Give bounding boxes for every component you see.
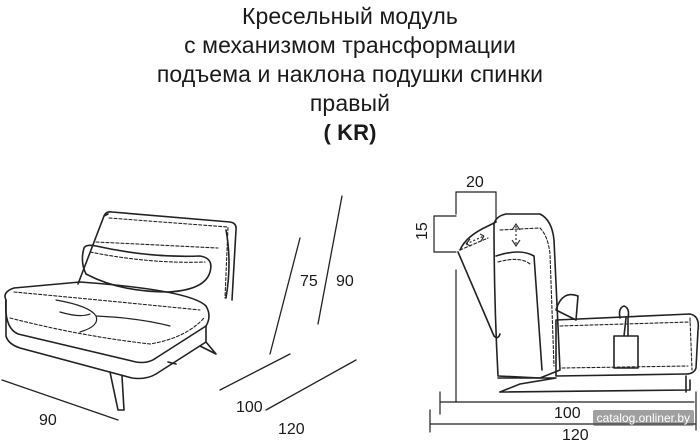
dim-seat-height-label: 75 — [300, 273, 318, 290]
lift-arrow-icon — [511, 223, 521, 247]
title-line-4: правый — [309, 90, 391, 116]
dim-width-label: 90 — [39, 412, 57, 429]
armchair-front-view — [1, 195, 357, 421]
side-dim-depth-total-label: 120 — [562, 427, 589, 442]
side-dim-depth-label: 100 — [554, 405, 581, 422]
title-line-2: с механизмом трансформации — [184, 32, 516, 58]
dim-depth-label: 100 — [236, 399, 263, 416]
dim-total-height-label: 90 — [336, 273, 354, 290]
title-line-3: подъема и наклона подушки спинки — [156, 61, 544, 87]
tilt-arrow-icon — [465, 233, 485, 247]
watermark: catalog.onliner.by — [592, 410, 694, 426]
armchair-side-view — [429, 191, 700, 433]
model-code: ( KR) — [323, 120, 377, 145]
dim-tilt-offset-label: 20 — [466, 174, 484, 191]
dim-lift-label: 15 — [414, 222, 431, 240]
title-line-1: Кресельный модуль — [242, 3, 458, 29]
dim-depth-total-label: 120 — [278, 421, 305, 438]
